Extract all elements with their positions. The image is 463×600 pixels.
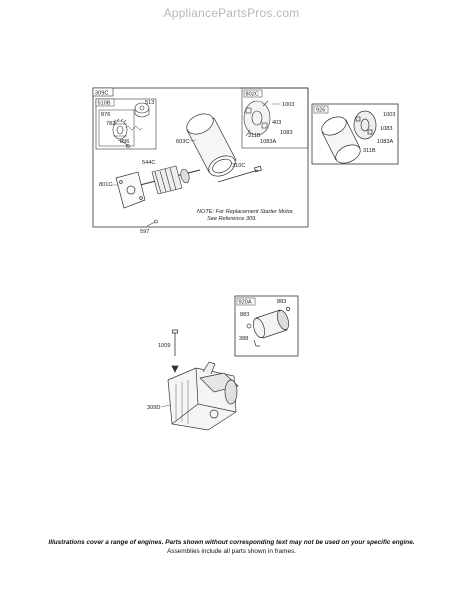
label-883-b: 883 (240, 312, 249, 318)
label-920a: 920A (239, 300, 252, 306)
housing-brush-icon (321, 110, 377, 164)
label-783: 783 (106, 121, 115, 127)
label-309c: 309C (95, 91, 108, 97)
label-603c: 603C (176, 139, 189, 145)
label-1083a-top: 1083A (260, 139, 276, 145)
label-1083-926: 1083 (380, 126, 392, 132)
brush-plate-icon (243, 100, 271, 137)
label-1009: 1009 (158, 343, 170, 349)
frame-926: 926 (311, 103, 399, 165)
pinion-gear-icon (112, 118, 128, 140)
label-801c: 801C (99, 182, 112, 188)
clip-icon (117, 139, 130, 148)
label-544c: 544C (142, 160, 155, 166)
frame-802c: 802C (241, 87, 309, 149)
label-1083-top: 1083 (280, 130, 292, 136)
site-watermark: AppliancePartsPros.com (163, 6, 300, 20)
label-883-a: 883 (277, 299, 286, 305)
footer-disclaimer: Illustrations cover a range of engines. … (48, 539, 415, 546)
end-cap-icon (115, 171, 146, 209)
label-876: 876 (101, 112, 110, 118)
label-597: 597 (140, 229, 149, 235)
drive-cap-icon (134, 102, 150, 118)
label-926: 926 (316, 108, 325, 114)
note-line-1: NOTE: For Replacement Starter Motor, (197, 209, 294, 215)
solenoid-icon (246, 307, 290, 347)
label-1083a-926: 1083A (377, 139, 393, 145)
label-310c: 310C (232, 163, 245, 169)
through-bolt-icon (217, 165, 262, 183)
label-802c: 802C (246, 92, 259, 98)
starter-motor-icon (167, 361, 239, 431)
label-311b-top: 311B (248, 133, 261, 139)
footer-assemblies-note: Assemblies include all parts shown in fr… (167, 548, 296, 555)
mounting-bolt-icon (171, 329, 179, 373)
label-388: 388 (239, 336, 248, 342)
label-896: 896 (120, 139, 129, 145)
label-510b: 510B (98, 101, 111, 107)
note-line-2: See Reference 309. (207, 216, 257, 222)
frame-920a: 920A (234, 295, 299, 357)
label-513: 513 (145, 100, 154, 106)
frame-309c: 309C (92, 87, 309, 228)
spring-icon (125, 126, 143, 130)
label-1003-926: 1003 (383, 112, 395, 118)
label-403: 403 (272, 120, 281, 126)
label-1003-top: 1003 (282, 102, 294, 108)
armature-icon (139, 165, 201, 195)
screw-icon (146, 219, 158, 227)
motor-housing-icon (186, 113, 237, 177)
label-309d: 309D (147, 405, 160, 411)
label-311b-926: 311B (363, 148, 376, 154)
